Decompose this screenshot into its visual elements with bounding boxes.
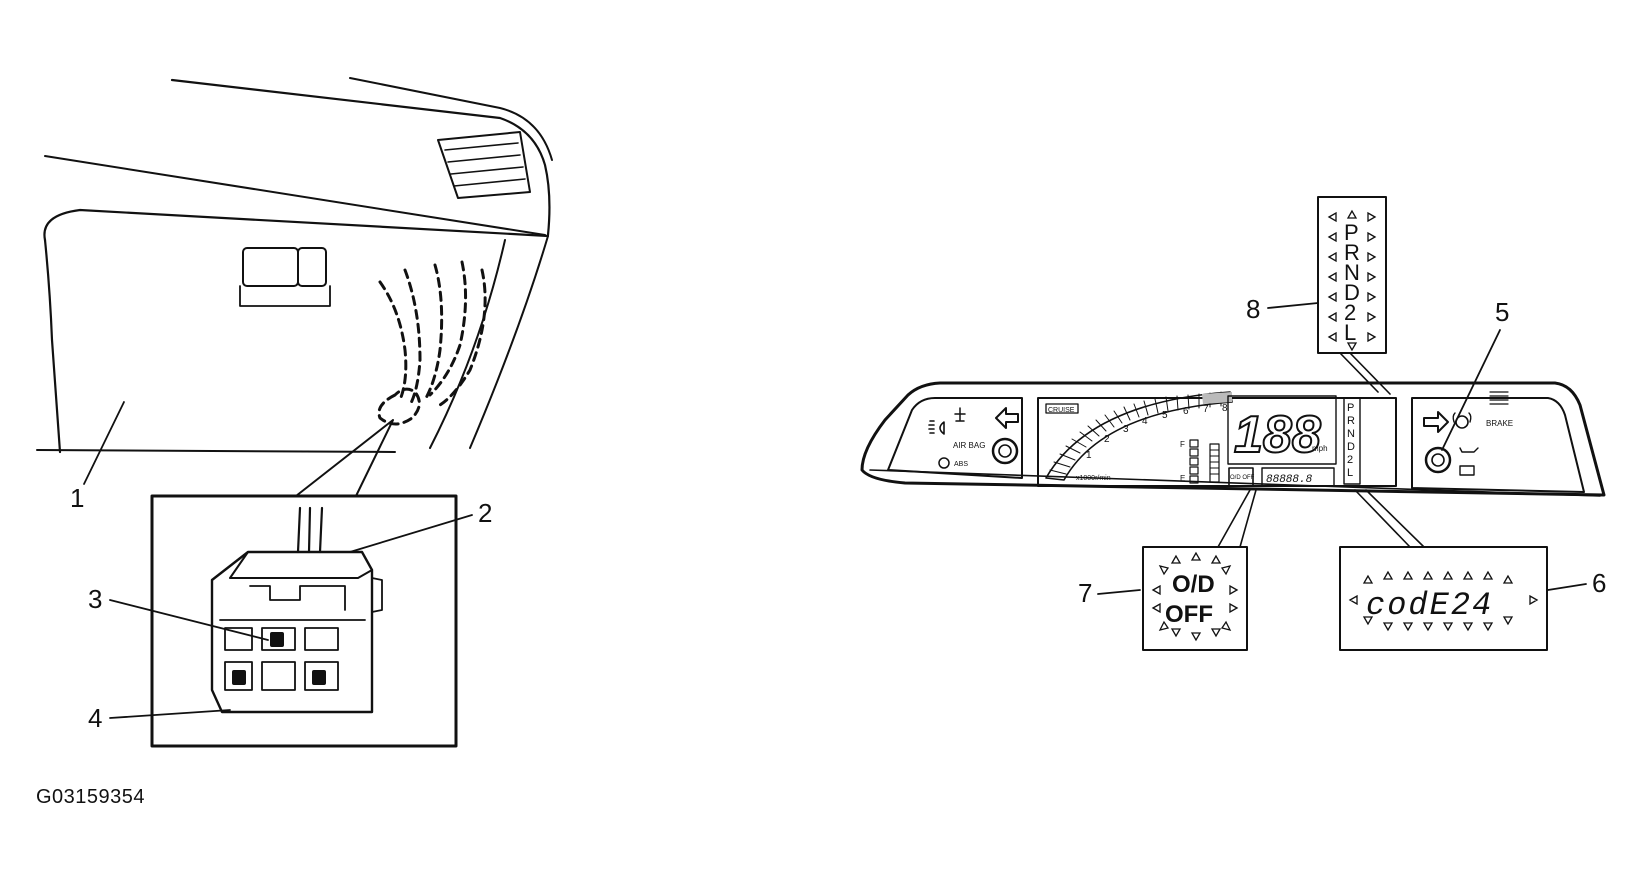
tach-tick-4: 4: [1142, 416, 1148, 427]
callout-label-7: 7: [1078, 578, 1092, 608]
glove-box-latch: [239, 247, 331, 307]
callout-1: 1: [70, 401, 125, 513]
detail-gear-L: L: [1344, 320, 1356, 345]
brake-label: BRAKE: [1486, 419, 1513, 428]
od-off-indicator: O/D OFF: [1228, 467, 1255, 487]
detail-gear-2: 2: [1344, 300, 1356, 325]
tach-tick-7: 7: [1203, 404, 1209, 415]
gear-rays-right: [1367, 211, 1377, 343]
detail-gear-N: N: [1344, 260, 1360, 285]
detail-diagnostic-code: codE24: [1339, 489, 1548, 651]
digital-speedometer: 188 mph: [1227, 395, 1337, 465]
gear-cluster-L: L: [1347, 467, 1353, 479]
callout-label-3: 3: [88, 584, 102, 614]
callout-2: 2: [349, 498, 492, 553]
gear-rays-left: [1327, 211, 1337, 343]
right-knob: [1424, 446, 1452, 474]
right-turn-arrow-icon: [1423, 411, 1449, 433]
speed-digits: 188: [1234, 406, 1321, 464]
callout-5: 5: [1441, 297, 1509, 451]
terminal-3: [270, 632, 284, 647]
fuel-empty-label: E: [1180, 474, 1185, 483]
abs-label: ABS: [954, 461, 968, 468]
callout-label-1: 1: [70, 483, 84, 513]
left-turn-arrow-icon: [995, 407, 1019, 429]
diagnostic-code-text: codE24: [1366, 587, 1493, 624]
terminal-4-left: [232, 670, 246, 685]
gear-cluster-N: N: [1347, 428, 1355, 440]
od-detail-line1: O/D: [1172, 571, 1215, 598]
left-knob: [991, 437, 1019, 465]
detail-od-off: O/D OFF: [1142, 489, 1257, 651]
callout-6: 6: [1547, 568, 1606, 598]
tach-redline: [1202, 392, 1232, 404]
gear-cluster-P: P: [1347, 402, 1354, 414]
warning-lamp-stack-icon: [1489, 391, 1509, 405]
cruise-indicator: CRUISE: [1045, 403, 1079, 414]
detail-gear-indicator: P R N D 2 L: [1317, 196, 1391, 395]
airbag-icon: AIR BAG: [953, 407, 985, 450]
tach-tick-5: 5: [1162, 410, 1168, 421]
tach-unit-label: x1000r/min: [1076, 475, 1111, 482]
tach-tick-1: 1: [1086, 450, 1092, 461]
tach-tick-8: 8: [1222, 403, 1228, 414]
odometer-value: 88888.8: [1266, 474, 1313, 486]
tach-tick-2: 2: [1104, 434, 1110, 445]
odometer-display: 88888.8: [1261, 467, 1335, 487]
callout-label-4: 4: [88, 703, 102, 733]
fuel-gauge: F E: [1180, 439, 1220, 484]
gear-cluster-D: D: [1347, 441, 1355, 453]
figure-id: G03159354: [36, 786, 146, 808]
callout-8: 8: [1246, 294, 1319, 324]
speed-unit: mph: [1312, 444, 1328, 453]
cruise-label: CRUISE: [1048, 407, 1075, 414]
callout-4: 4: [88, 703, 231, 733]
detail-gear-P: P: [1344, 220, 1359, 245]
gear-cluster-2: 2: [1347, 454, 1353, 466]
callout-label-6: 6: [1592, 568, 1606, 598]
detail-gear-R: R: [1344, 240, 1360, 265]
battery-icon: [1459, 465, 1475, 476]
od-off-small-label: O/D OFF: [1230, 475, 1255, 481]
abs-icon: ABS: [938, 457, 968, 469]
hidden-wire-harness: [377, 260, 487, 426]
tachometer: 1 2 3 4 5 6 7 8 x1000r/min: [1045, 391, 1233, 482]
gear-cluster-R: R: [1347, 415, 1355, 427]
oil-pressure-icon: [1459, 447, 1479, 453]
callout-label-2: 2: [478, 498, 492, 528]
tach-tick-3: 3: [1123, 424, 1129, 435]
od-detail-line2: OFF: [1165, 601, 1213, 628]
callout-7: 7: [1078, 578, 1141, 608]
headlamp-icon: [928, 420, 945, 435]
instrument-cluster: AIR BAG ABS CRUISE 1 2 3 4 5 6: [860, 381, 1606, 497]
diagnostic-connector: [210, 550, 383, 714]
gear-indicator-column: P R N D 2 L: [1343, 397, 1361, 485]
air-vent: [437, 131, 531, 199]
callout-label-5: 5: [1495, 297, 1509, 327]
dashboard-illustration: [36, 77, 553, 497]
connector-inset: [150, 494, 458, 748]
callout-3: 3: [88, 584, 269, 641]
airbag-label: AIR BAG: [953, 441, 985, 450]
terminal-4-right: [312, 670, 326, 685]
callout-label-8: 8: [1246, 294, 1260, 324]
detail-gear-D: D: [1344, 280, 1360, 305]
fuel-full-label: F: [1180, 440, 1185, 449]
tach-tick-6: 6: [1183, 406, 1189, 417]
